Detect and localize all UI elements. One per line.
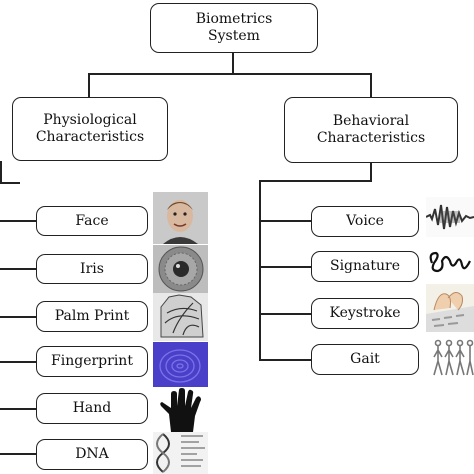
connector-physiological-down [0, 161, 2, 183]
fingerprint-label: Fingerprint [51, 353, 133, 369]
voice-box: Voice [311, 206, 419, 237]
behavioral-title-line2: Characteristics [316, 130, 426, 146]
fingerprint-image [153, 342, 208, 387]
palm-print-image [153, 293, 208, 341]
connector-stub-dna [0, 453, 36, 455]
keystroke-label: Keystroke [329, 305, 401, 321]
gait-box: Gait [311, 344, 419, 375]
gait-image [432, 337, 474, 385]
connector-behavioral-vertical [259, 180, 261, 360]
palm-print-label: Palm Print [54, 308, 130, 324]
signature-image [426, 243, 474, 283]
root-box: Biometrics System [150, 3, 318, 53]
physiological-title-line2: Characteristics [35, 129, 145, 145]
iris-image [153, 245, 208, 293]
connector-stub-gait [259, 359, 311, 361]
connector-root-down [232, 52, 234, 74]
iris-label: Iris [80, 260, 104, 277]
physiological-box: Physiological Characteristics [12, 97, 168, 161]
connector-to-physiological [88, 73, 90, 97]
signature-label: Signature [329, 258, 400, 274]
connector-behavioral-down [370, 163, 372, 181]
connector-stub-palm-print [0, 316, 36, 318]
connector-stub-hand [0, 408, 36, 410]
connector-stub-signature [259, 266, 311, 268]
root-title-line1: Biometrics [195, 11, 273, 27]
behavioral-title-line1: Behavioral [332, 113, 410, 129]
dna-label: DNA [75, 446, 109, 462]
connector-top-horizontal [88, 73, 371, 75]
keystroke-box: Keystroke [311, 298, 419, 329]
dna-image [153, 432, 208, 474]
connector-stub-keystroke [259, 313, 311, 315]
connector-physiological-left [0, 182, 20, 184]
dna-box: DNA [36, 439, 148, 470]
hand-box: Hand [36, 393, 148, 424]
connector-stub-face [0, 220, 36, 222]
connector-behavioral-horizontal [259, 180, 372, 182]
connector-stub-iris [0, 268, 36, 270]
iris-box: Iris [36, 254, 148, 284]
connector-to-behavioral [370, 73, 372, 97]
voice-waveform [426, 197, 474, 237]
keystroke-image [426, 284, 474, 332]
hand-icon [157, 388, 205, 432]
face-box: Face [36, 206, 148, 236]
behavioral-box: Behavioral Characteristics [284, 97, 458, 163]
palm-print-box: Palm Print [36, 301, 148, 332]
hand-label: Hand [72, 400, 112, 416]
physiological-title-line1: Physiological [43, 112, 137, 128]
voice-label: Voice [346, 213, 384, 229]
connector-stub-fingerprint [0, 361, 36, 363]
signature-box: Signature [311, 251, 419, 282]
fingerprint-box: Fingerprint [36, 346, 148, 377]
root-title-line2: System [208, 28, 260, 44]
connector-stub-voice [259, 220, 311, 222]
face-photo [153, 192, 208, 244]
gait-label: Gait [350, 351, 380, 367]
face-label: Face [75, 212, 109, 229]
